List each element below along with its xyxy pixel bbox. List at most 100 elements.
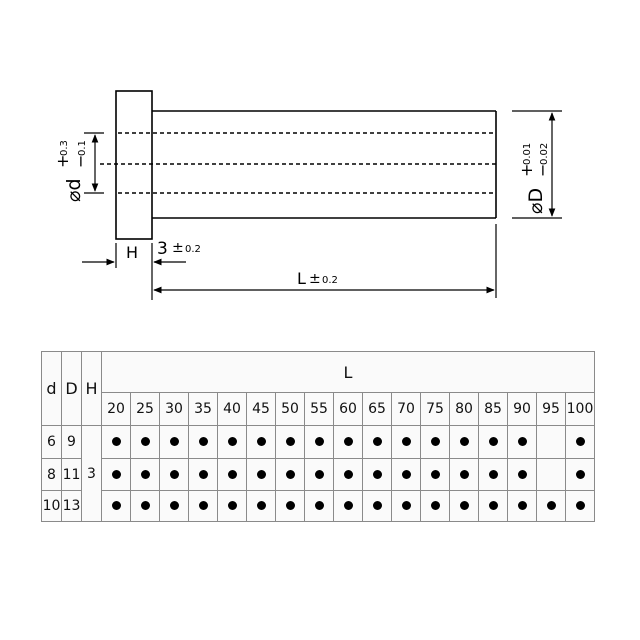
availability-cell <box>362 458 392 491</box>
available-dot-icon <box>111 501 121 510</box>
availability-cell <box>217 425 247 459</box>
available-dot-icon <box>430 469 440 479</box>
availability-cell <box>101 490 131 522</box>
available-dot-icon <box>227 501 237 510</box>
length-header-80: 80 <box>449 392 479 426</box>
cell-d: 6 <box>41 425 62 459</box>
available-dot-icon <box>459 437 469 446</box>
technical-drawing: ⌀d + − 0.3 0.1 ⌀D + − 0.01 0.02 H 3 ± 0.… <box>53 90 562 300</box>
availability-cell <box>130 425 160 459</box>
available-dot-icon <box>401 437 411 446</box>
available-dot-icon <box>198 469 208 479</box>
availability-cell <box>130 458 160 491</box>
outer-diameter-label: ⌀D + − 0.01 0.02 <box>517 143 552 214</box>
inner-diameter-dimension <box>84 132 104 194</box>
available-dot-icon <box>430 501 440 510</box>
availability-cell <box>391 425 421 459</box>
available-dot-icon <box>140 437 150 446</box>
available-dot-icon <box>169 437 179 446</box>
availability-cell <box>536 490 566 522</box>
availability-cell <box>246 425 276 459</box>
header-D: D <box>61 351 82 426</box>
svg-text:+: + <box>53 155 72 168</box>
svg-text:0.1: 0.1 <box>77 140 88 156</box>
availability-cell <box>420 458 450 491</box>
length-header-95: 95 <box>536 392 566 426</box>
available-dot-icon <box>517 469 527 479</box>
available-dot-icon <box>488 469 498 479</box>
header-L: L <box>101 351 595 393</box>
availability-cell <box>101 425 131 459</box>
available-dot-icon <box>198 437 208 446</box>
hidden-bore-lines <box>100 132 496 194</box>
length-header-75: 75 <box>420 392 450 426</box>
available-dot-icon <box>227 437 237 446</box>
availability-cell <box>159 425 189 459</box>
available-dot-icon <box>343 437 353 446</box>
availability-cell <box>478 425 508 459</box>
availability-cell <box>217 458 247 491</box>
available-dot-icon <box>140 501 150 510</box>
availability-cell <box>246 458 276 491</box>
availability-cell <box>362 425 392 459</box>
availability-cell <box>217 490 247 522</box>
length-tolerance: 0.2 <box>322 275 338 286</box>
length-header-50: 50 <box>275 392 305 426</box>
availability-cell <box>275 458 305 491</box>
available-dot-icon <box>256 437 266 446</box>
svg-text:+: + <box>517 164 536 177</box>
length-label: L <box>297 269 306 288</box>
availability-cell <box>449 458 479 491</box>
cell-D: 13 <box>61 490 82 522</box>
length-header-100: 100 <box>565 392 595 426</box>
availability-cell <box>362 490 392 522</box>
availability-cell <box>420 425 450 459</box>
availability-cell <box>478 458 508 491</box>
availability-cell <box>565 458 595 491</box>
availability-cell <box>478 490 508 522</box>
availability-cell <box>188 490 218 522</box>
available-dot-icon <box>343 501 353 510</box>
availability-cell <box>304 458 334 491</box>
cell-d: 8 <box>41 458 62 491</box>
cell-H: 3 <box>81 425 102 522</box>
svg-text:0.01: 0.01 <box>522 143 533 165</box>
availability-cell <box>449 425 479 459</box>
available-dot-icon <box>314 501 324 510</box>
svg-text:⌀d: ⌀d <box>63 179 85 203</box>
outer-diameter-dimension <box>512 110 562 219</box>
length-header-20: 20 <box>101 392 131 426</box>
available-dot-icon <box>401 469 411 479</box>
cell-D: 11 <box>61 458 82 491</box>
length-header-85: 85 <box>478 392 508 426</box>
head-height-dimension <box>82 243 186 300</box>
availability-cell <box>449 490 479 522</box>
availability-cell <box>130 490 160 522</box>
availability-cell <box>507 490 537 522</box>
length-header-70: 70 <box>391 392 421 426</box>
cell-D: 9 <box>61 425 82 459</box>
availability-cell <box>275 425 305 459</box>
available-dot-icon <box>488 437 498 446</box>
availability-cell <box>333 458 363 491</box>
available-dot-icon <box>111 437 121 446</box>
available-dot-icon <box>517 501 527 510</box>
head-offset-label: 3 <box>157 239 168 259</box>
available-dot-icon <box>314 469 324 479</box>
available-dot-icon <box>372 501 382 510</box>
head-height-label: H <box>126 243 138 262</box>
availability-cell <box>507 425 537 459</box>
availability-cell <box>391 490 421 522</box>
length-header-55: 55 <box>304 392 334 426</box>
available-dot-icon <box>285 469 295 479</box>
availability-cell <box>275 490 305 522</box>
availability-cell <box>391 458 421 491</box>
svg-text:−: − <box>71 155 90 168</box>
bushing-head <box>115 90 153 240</box>
available-dot-icon <box>169 469 179 479</box>
svg-text:0.3: 0.3 <box>59 140 70 156</box>
available-dot-icon <box>227 469 237 479</box>
